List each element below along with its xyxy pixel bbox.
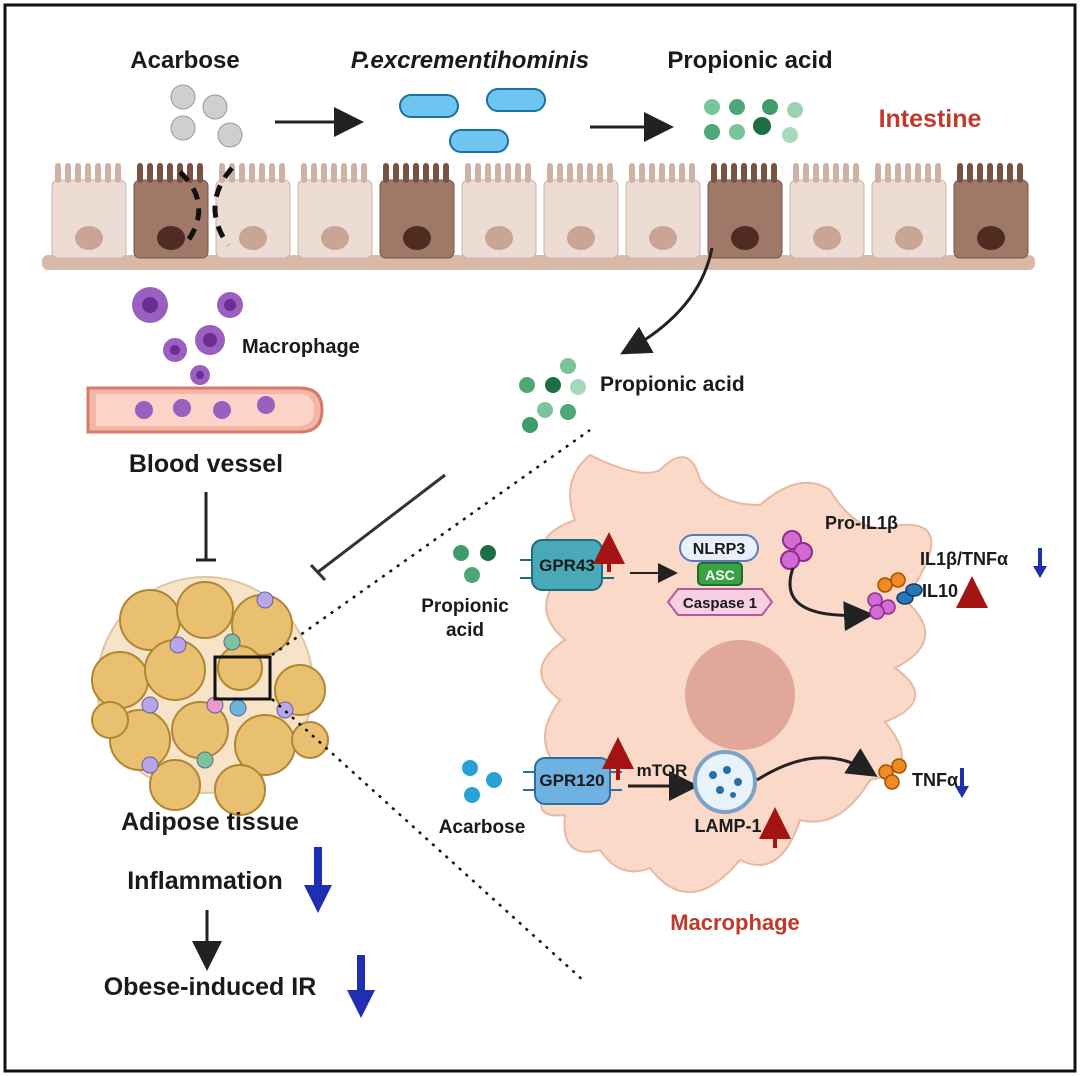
immune-cell <box>196 751 214 769</box>
immune-cell <box>256 591 274 609</box>
macrophage-top-label: Macrophage <box>242 336 360 358</box>
propionic-cell-label-2: acid <box>446 620 484 641</box>
il10-label: IL10 <box>922 581 958 601</box>
il1b-tnfa-label: IL1β/TNFα <box>920 549 1008 569</box>
microvilli <box>793 163 859 183</box>
microvilli <box>137 163 203 183</box>
il1b-tnfa-down-arrow-icon <box>1033 548 1047 578</box>
gpr43-receptor-icon <box>520 539 614 591</box>
asc-label: ASC <box>705 567 735 583</box>
immune-cell <box>141 696 159 714</box>
acarbose-top-label: Acarbose <box>130 47 239 74</box>
propionic-cell-dots-icon <box>453 545 496 583</box>
immune-cell <box>169 636 187 654</box>
adipocyte <box>214 764 266 816</box>
tnfa-down-arrow-icon <box>955 768 969 798</box>
gpr120-receptor-icon <box>523 757 622 805</box>
inflammation-label: Inflammation <box>127 867 283 895</box>
microvilli <box>957 163 1023 183</box>
obese-ir-label: Obese-induced IR <box>104 973 317 1001</box>
cell-nucleus <box>239 226 267 250</box>
tnfa-cytokine-icon <box>878 758 907 790</box>
propionic-top-label: Propionic acid <box>667 47 832 74</box>
asc-box <box>697 562 743 586</box>
microvilli <box>383 163 449 183</box>
bacteria-label: P.excrementihominis <box>351 47 589 74</box>
cell-nucleus <box>157 226 185 250</box>
microvilli <box>875 163 941 183</box>
microvilli <box>547 163 613 183</box>
cell-nucleus <box>649 226 677 250</box>
cytokine-cluster-icon <box>867 572 923 620</box>
nlrp3-label: NLRP3 <box>693 541 746 558</box>
microvilli <box>629 163 695 183</box>
macrophage-bottom-label: Macrophage <box>670 910 800 935</box>
microvilli <box>55 163 121 183</box>
adipose-tissue-icon <box>91 576 329 816</box>
cell-nucleus <box>731 226 759 250</box>
cell-nucleus <box>977 226 1005 250</box>
lamp1-label: LAMP-1 <box>695 816 762 836</box>
bacteria-icon <box>399 88 546 153</box>
arrow-il1b-to-secretion <box>788 567 874 632</box>
cell-nucleus <box>485 226 513 250</box>
blood-vessel-label: Blood vessel <box>129 450 283 478</box>
zoom-lines <box>271 428 591 983</box>
cell-nucleus <box>813 226 841 250</box>
inhibition-propionic-to-adipose <box>309 473 446 582</box>
cell-nucleus <box>567 226 595 250</box>
immune-cell <box>141 756 159 774</box>
cell-nucleus <box>75 226 103 250</box>
acarbose-cell-label: Acarbose <box>439 817 526 838</box>
propionic-acid-dots-icon <box>704 99 803 143</box>
cell-nucleus <box>321 226 349 250</box>
adipose-label: Adipose tissue <box>121 808 299 836</box>
ir-down-arrow-icon <box>347 955 375 1018</box>
nlrp3-box <box>679 534 759 562</box>
immune-cell <box>229 699 247 717</box>
cell-nucleus <box>403 226 431 250</box>
microvilli <box>465 163 531 183</box>
intestinal-epithelium <box>42 163 1035 270</box>
macrophage-cluster-icon <box>132 287 243 385</box>
gpr43-label: GPR43 <box>539 556 595 575</box>
adipocyte <box>217 645 263 691</box>
adipocyte <box>149 759 201 811</box>
dashed-barrier <box>178 166 234 247</box>
adipocyte <box>91 701 129 739</box>
macrophage-nucleus <box>685 640 795 750</box>
arrow-lysosome-to-tnfa <box>756 748 878 782</box>
microvilli <box>301 163 367 183</box>
pro-il1b-label: Pro-IL1β <box>825 513 898 533</box>
acarbose-cell-dots-icon <box>462 760 502 803</box>
acarbose-pills-icon <box>170 84 243 148</box>
pro-il1b-icon <box>780 530 813 570</box>
caspase1-box <box>666 588 774 616</box>
blood-vessel-icon <box>86 386 324 434</box>
propionic-cell-label-1: Propionic <box>421 596 509 617</box>
microvilli <box>711 163 777 183</box>
lysosome-icon <box>693 750 757 814</box>
adipocyte <box>176 581 234 639</box>
gpr120-label: GPR120 <box>539 771 604 790</box>
tnfa-label: TNFα <box>912 770 958 790</box>
propionic-mid-label: Propionic acid <box>600 373 745 396</box>
arrow-epithelium-to-propionic <box>620 247 714 355</box>
mtor-label: mTOR <box>637 761 688 780</box>
microvilli <box>219 163 285 183</box>
adipocyte <box>291 721 329 759</box>
caspase1-label: Caspase 1 <box>683 595 757 612</box>
adipocyte <box>91 651 149 709</box>
intestine-label: Intestine <box>879 105 982 133</box>
immune-cell <box>223 633 241 651</box>
inhibition-vessel-to-adipose <box>196 492 216 562</box>
propionic-mid-dots-icon <box>519 358 586 433</box>
cell-nucleus <box>895 226 923 250</box>
inflammation-down-arrow-icon <box>304 847 332 913</box>
adipose-zoom-box <box>213 655 272 701</box>
